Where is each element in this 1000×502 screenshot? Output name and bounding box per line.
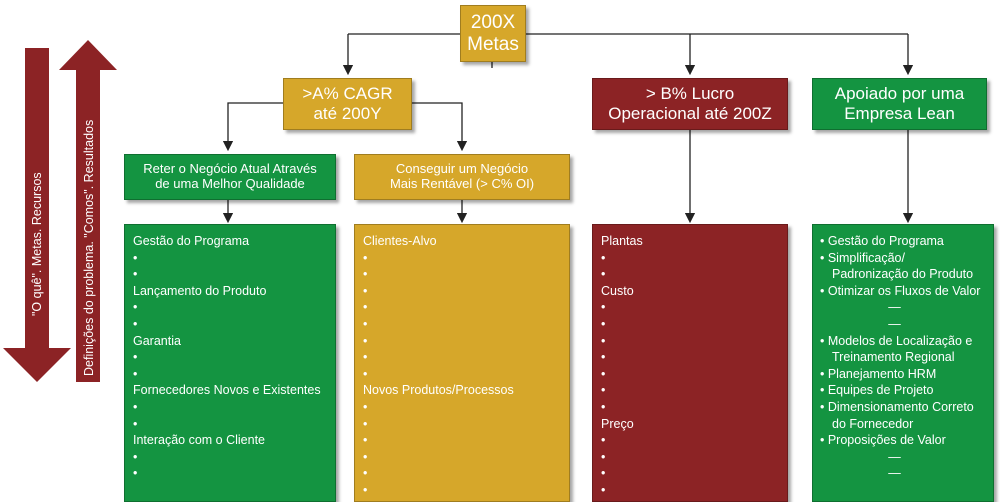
lucro-panel-line: •	[601, 466, 606, 481]
conseguir-panel-line: •	[363, 416, 368, 431]
conseguir-panel-line: •	[363, 449, 368, 464]
lean-panel: • Gestão do Programa • Simplificação/Padr…	[812, 224, 994, 502]
lucro-panel: Plantas••Custo•••••••Preço••••	[592, 224, 788, 502]
lucro-panel-line: •	[601, 482, 606, 497]
lean-panel-line: Treinamento Regional	[832, 350, 955, 365]
lean-line2: Empresa Lean	[844, 104, 955, 123]
up-arrow-shape	[59, 40, 117, 382]
reter-panel: Gestão do Programa••Lançamento do Produt…	[124, 224, 336, 502]
conseguir-panel-line: •	[363, 300, 368, 315]
conseguir-panel-line: •	[363, 350, 368, 365]
lean-panel-line: • Equipes de Projeto	[820, 383, 934, 398]
reter-panel-line: •	[133, 316, 138, 331]
reter-line1: Reter o Negócio Atual Através	[143, 161, 317, 177]
reter-subgoal-box: Reter o Negócio Atual Através de uma Mel…	[124, 154, 336, 200]
conseguir-panel-line: Clientes-Alvo	[363, 234, 437, 248]
top-goal-line1: 200X	[470, 11, 516, 33]
up-arrow-label: Definições do problema. "Comos". Resulta…	[82, 119, 96, 376]
conseguir-line2: Mais Rentável (> C% OI)	[389, 176, 535, 191]
conseguir-panel-line: •	[363, 267, 368, 282]
reter-panel-line: Fornecedores Novos e Existentes	[133, 383, 321, 398]
lean-panel-line: —	[888, 449, 901, 464]
lean-panel-line: • Planejamento HRM	[820, 366, 937, 381]
reter-panel-line: Lançamento do Produto	[133, 283, 267, 298]
lean-panel-line: • Proposições de Valor	[820, 433, 946, 448]
lean-panel-line: • Simplificação/	[820, 250, 905, 265]
lucro-panel-line: •	[601, 433, 606, 448]
conseguir-panel-line: •	[363, 283, 368, 298]
reter-panel-line: •	[133, 300, 138, 315]
lucro-panel-line: •	[601, 366, 606, 381]
lucro-panel-line: •	[601, 383, 606, 398]
reter-panel-line: •	[133, 267, 138, 282]
cagr-line2: até 200Y	[313, 104, 382, 123]
reter-panel-line: Gestão do Programa	[133, 234, 250, 248]
conseguir-panel-line: •	[363, 399, 368, 414]
reter-panel-line: •	[133, 466, 138, 481]
conseguir-subgoal-box: Conseguir um Negócio Mais Rentável (> C%…	[354, 154, 570, 200]
top-goal-line2: Metas	[467, 33, 519, 55]
reter-panel-line: •	[133, 416, 138, 431]
reter-line2: de uma Melhor Qualidade	[155, 176, 305, 191]
conseguir-panel-line: •	[363, 250, 368, 265]
conseguir-panel-line: •	[363, 316, 368, 331]
reter-panel-line: Interação com o Cliente	[133, 433, 266, 448]
reter-panel-line: •	[133, 399, 138, 414]
lucro-panel-line: Plantas	[601, 234, 643, 248]
conseguir-panel-line: •	[363, 366, 368, 381]
lean-panel-line: • Gestão do Programa	[820, 234, 944, 248]
cagr-goal-box: >A% CAGR até 200Y	[283, 78, 412, 130]
lucro-panel-line: •	[601, 333, 606, 348]
lucro-panel-line: •	[601, 350, 606, 365]
lucro-panel-line: •	[601, 300, 606, 315]
lean-panel-line: Padronização do Produto	[832, 267, 974, 282]
lucro-panel-line: •	[601, 250, 606, 265]
reter-panel-line: •	[133, 366, 138, 381]
lean-panel-line: —	[888, 300, 901, 315]
reter-panel-line: •	[133, 449, 138, 464]
conseguir-panel-line: •	[363, 333, 368, 348]
lean-panel-line: • Otimizar os Fluxos de Valor	[820, 283, 981, 298]
reter-panel-line: •	[133, 350, 138, 365]
lucro-panel-line: Preço	[601, 416, 634, 431]
conseguir-line1: Conseguir um Negócio	[395, 161, 529, 177]
lucro-panel-line: •	[601, 267, 606, 282]
lucro-goal-box: > B% Lucro Operacional até 200Z	[592, 78, 788, 130]
lean-panel-line: —	[888, 466, 901, 481]
lean-panel-line: do Fornecedor	[832, 416, 914, 431]
reter-panel-line: Garantia	[133, 333, 181, 348]
top-goal-box: 200X Metas	[460, 5, 526, 62]
lucro-panel-line: •	[601, 399, 606, 414]
conseguir-panel-line: Novos Produtos/Processos	[363, 383, 514, 398]
conseguir-panel-line: •	[363, 466, 368, 481]
conseguir-panel-line: •	[363, 433, 368, 448]
down-arrow-shape	[3, 48, 71, 382]
conseguir-panel: Clientes-Alvo••••••••Novos Produtos/Proc…	[354, 224, 570, 502]
lean-panel-line: • Modelos de Localização e	[820, 333, 973, 348]
lucro-panel-line: Custo	[601, 283, 634, 298]
lucro-panel-line: •	[601, 316, 606, 331]
lean-panel-line: • Dimensionamento Correto	[820, 399, 974, 414]
lucro-line1: > B% Lucro	[645, 84, 735, 104]
lucro-line2: Operacional até 200Z	[608, 104, 772, 123]
cagr-line1: >A% CAGR	[302, 84, 393, 104]
down-arrow-label: "O quê". Metas. Recursos	[30, 172, 44, 316]
lean-goal-box: Apoiado por uma Empresa Lean	[812, 78, 987, 130]
reter-panel-line: •	[133, 250, 138, 265]
lean-panel-line: —	[888, 316, 901, 331]
conseguir-panel-line: •	[363, 482, 368, 497]
lucro-panel-line: •	[601, 449, 606, 464]
lean-line1: Apoiado por uma	[834, 84, 965, 104]
